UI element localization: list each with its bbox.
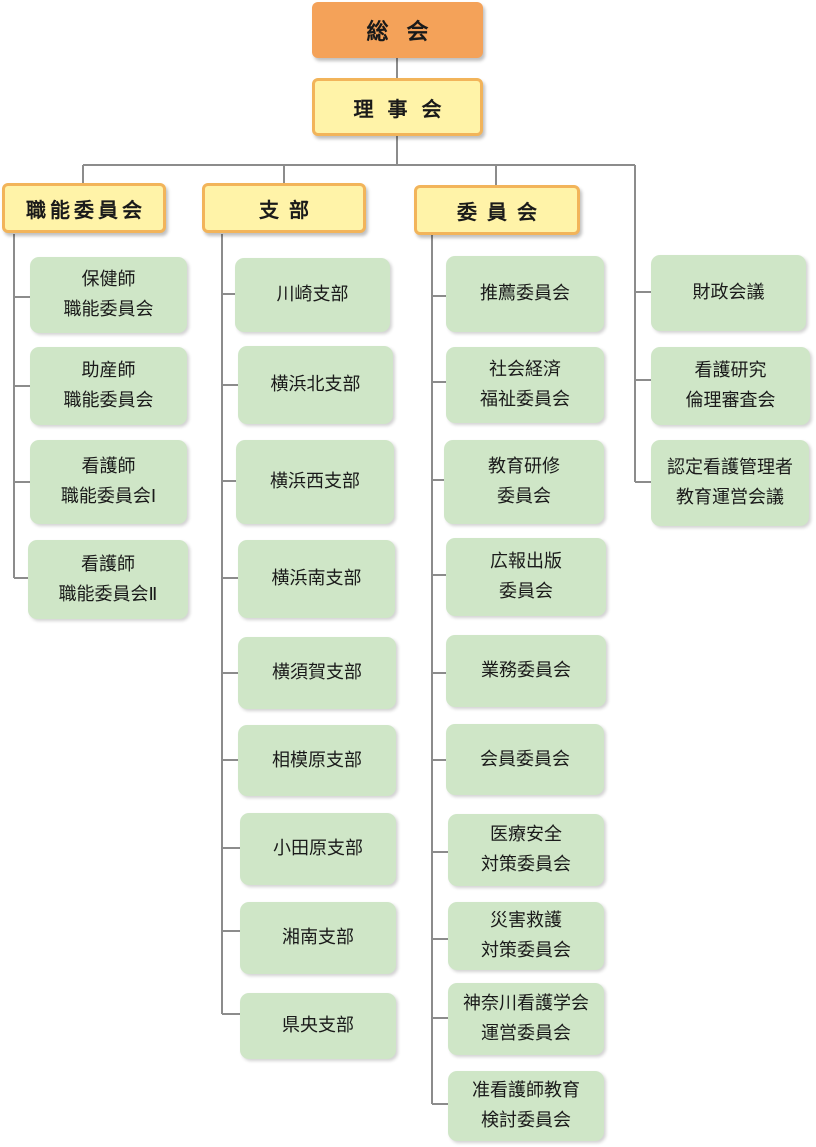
group-shokuno-header: 職能委員会 <box>2 183 166 233</box>
other-item: 看護研究 倫理審査会 <box>651 347 810 425</box>
group-shibu-label: 支部 <box>259 197 319 222</box>
group-shokuno-label: 職能委員会 <box>26 197 146 222</box>
general-assembly-label: 総会 <box>366 20 447 45</box>
iinkai-item: 災害救護 対策委員会 <box>448 902 604 970</box>
iinkai-item: 社会経済 福祉委員会 <box>446 347 604 423</box>
iinkai-item: 神奈川看護学会 運営委員会 <box>448 983 604 1055</box>
group-shibu-header: 支部 <box>202 183 366 233</box>
shibu-item: 横浜北支部 <box>238 346 393 424</box>
shibu-item: 湘南支部 <box>240 902 396 974</box>
iinkai-item: 推薦委員会 <box>446 256 604 332</box>
iinkai-item: 医療安全 対策委員会 <box>448 814 604 886</box>
group-iinkai-header: 委員会 <box>414 185 580 235</box>
shibu-item: 相模原支部 <box>238 725 396 796</box>
other-item: 認定看護管理者 教育運営会議 <box>651 440 809 526</box>
shibu-item: 川崎支部 <box>235 258 390 332</box>
other-item: 財政会議 <box>651 255 806 331</box>
shibu-item: 横浜西支部 <box>236 440 394 524</box>
iinkai-item: 教育研修 委員会 <box>444 440 604 524</box>
shokuno-item: 助産師 職能委員会 <box>30 347 187 425</box>
shibu-item: 小田原支部 <box>240 813 396 885</box>
iinkai-item: 准看護師教育 検討委員会 <box>448 1071 604 1141</box>
board-label: 理事会 <box>353 96 456 121</box>
board-box: 理事会 <box>312 78 483 136</box>
iinkai-item: 会員委員会 <box>446 724 604 795</box>
shokuno-item: 看護師 職能委員会Ⅰ <box>30 440 187 524</box>
shokuno-item: 保健師 職能委員会 <box>30 257 187 333</box>
group-iinkai-label: 委員会 <box>457 199 547 224</box>
general-assembly-box: 総会 <box>312 2 483 58</box>
shibu-item: 県央支部 <box>240 993 396 1059</box>
iinkai-item: 業務委員会 <box>446 635 606 707</box>
iinkai-item: 広報出版 委員会 <box>446 538 606 616</box>
shokuno-item: 看護師 職能委員会Ⅱ <box>28 540 188 619</box>
shibu-item: 横浜南支部 <box>238 540 395 618</box>
shibu-item: 横須賀支部 <box>238 637 396 709</box>
